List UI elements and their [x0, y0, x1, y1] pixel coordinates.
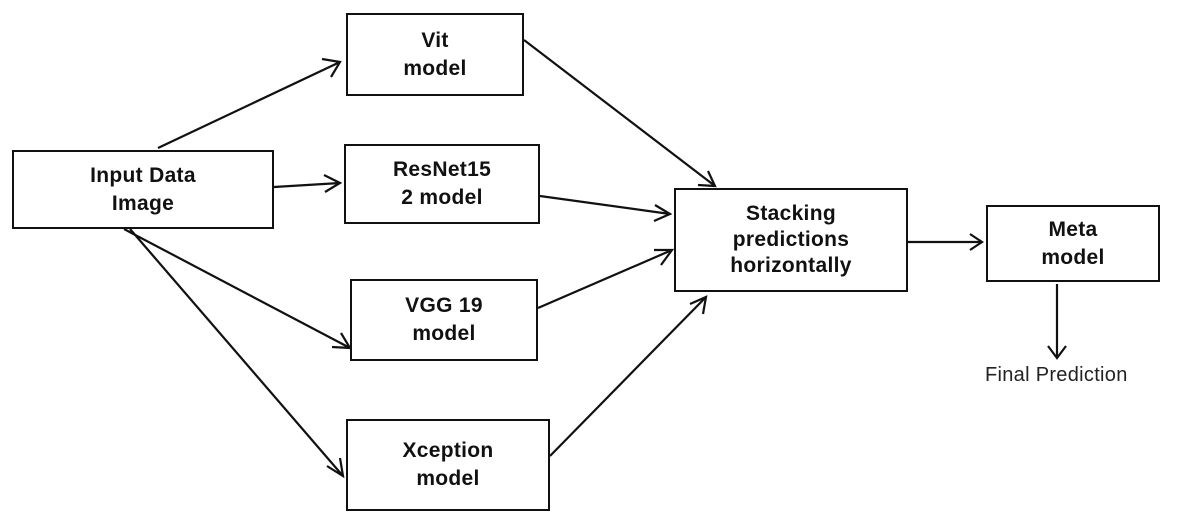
edge-input-to-xception	[129, 228, 345, 479]
edge-meta-to-final	[1047, 284, 1067, 360]
edge-stacking-to-meta	[908, 233, 984, 251]
node-label: ResNet15 2 model	[392, 158, 492, 209]
node-label: Input Data Image	[90, 163, 196, 215]
final-prediction-label: Final Prediction	[985, 364, 1128, 386]
edge-vgg-to-stacking	[537, 248, 675, 310]
node-stacking-predictions: Stacking predictions horizontally	[674, 188, 908, 292]
node-meta-model: Meta model	[986, 205, 1160, 282]
node-xception-model: Xception model	[346, 419, 550, 511]
node-label: VGG 19 model	[405, 294, 483, 345]
edge-input-to-vgg	[123, 228, 353, 350]
node-label: Xception model	[402, 439, 494, 490]
node-vit-model: Vit model	[346, 13, 524, 96]
edge-vit-to-stacking	[523, 39, 717, 188]
edge-input-to-vit	[157, 57, 342, 149]
edge-resnet-to-stacking	[539, 194, 673, 223]
node-vgg-model: VGG 19 model	[350, 279, 538, 361]
edge-xception-to-stacking	[549, 295, 708, 457]
node-label: Vit model	[403, 28, 467, 80]
edge-input-to-resnet	[273, 174, 343, 193]
node-label: Stacking predictions horizontally	[730, 202, 852, 277]
node-label: Meta model	[1041, 217, 1105, 269]
node-input-data-image: Input Data Image	[12, 150, 274, 229]
node-resnet-model: ResNet15 2 model	[344, 144, 540, 224]
